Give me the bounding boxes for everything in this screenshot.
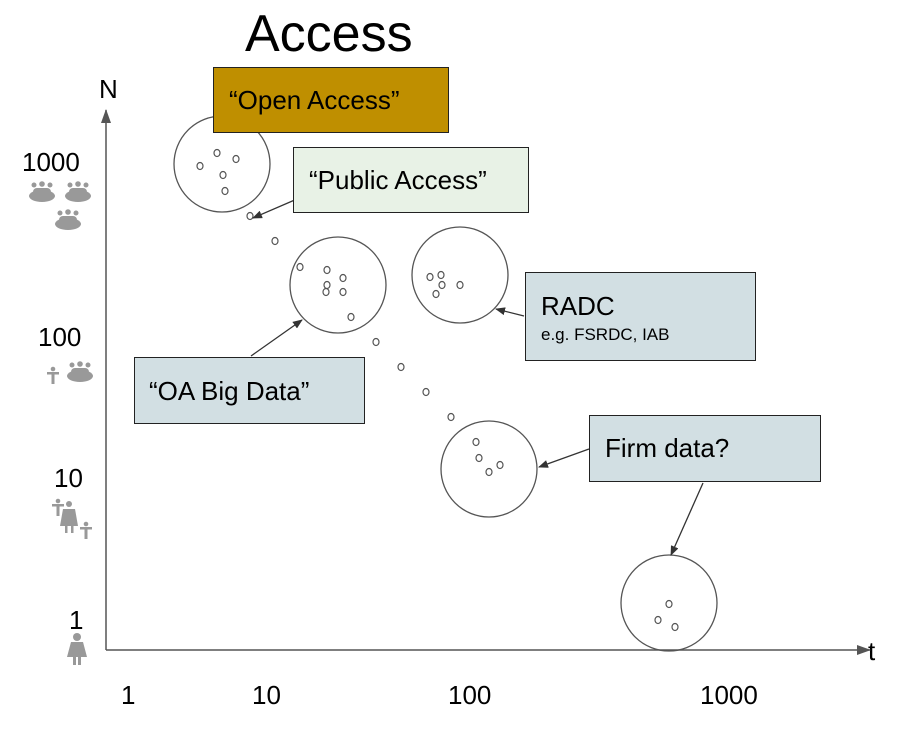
data-point — [426, 272, 434, 282]
y-axis-label: N — [99, 74, 118, 104]
data-point — [422, 387, 430, 397]
y-tick-1: 1 — [69, 605, 84, 635]
callout-public-access-label: “Public Access” — [309, 165, 487, 195]
data-point — [232, 154, 240, 164]
data-point — [339, 273, 347, 283]
cluster-circle-firm-data — [440, 420, 538, 518]
data-point — [196, 161, 204, 171]
arrow-firm-data-2 — [670, 482, 704, 556]
arrow-firm-data — [538, 448, 590, 468]
data-point — [456, 280, 464, 290]
x-axis-label: t — [868, 636, 876, 666]
data-point — [447, 412, 455, 422]
data-point — [339, 287, 347, 297]
data-point — [296, 262, 304, 272]
callout-radc-sublabel: e.g. FSRDC, IAB — [541, 325, 670, 344]
arrow-oa-big-data — [250, 319, 303, 357]
callout-open-access: “Open Access” — [213, 67, 449, 133]
data-point — [665, 599, 673, 609]
cluster-circle-oa-big-data — [289, 236, 387, 334]
small-group-icon — [52, 498, 92, 539]
data-point — [347, 312, 355, 322]
data-point — [437, 270, 445, 280]
y-tick-10: 10 — [54, 463, 83, 493]
data-point — [323, 265, 331, 275]
y-tick-100: 100 — [38, 322, 82, 352]
data-point — [654, 615, 662, 625]
callout-firm-data-label: Firm data? — [605, 433, 730, 463]
data-point — [397, 362, 405, 372]
data-point — [213, 148, 221, 158]
crowd-icon — [29, 181, 91, 230]
data-point — [219, 170, 227, 180]
callout-oa-big-data: “OA Big Data” — [134, 357, 365, 424]
x-tick-100: 100 — [448, 680, 492, 710]
data-point — [438, 280, 446, 290]
data-point — [432, 289, 440, 299]
page-title: Access — [245, 5, 413, 63]
data-point — [372, 337, 380, 347]
data-point — [246, 211, 254, 221]
x-tick-10: 10 — [252, 680, 281, 710]
data-point — [472, 437, 480, 447]
arrow-radc — [495, 307, 525, 317]
callout-oa-big-data-label: “OA Big Data” — [149, 376, 310, 406]
x-tick-1: 1 — [121, 680, 136, 710]
callout-firm-data: Firm data? — [589, 415, 821, 482]
callout-radc-label: RADC — [541, 291, 615, 321]
data-point — [496, 460, 504, 470]
cluster-circle-single — [620, 554, 718, 652]
person-icon — [67, 633, 87, 665]
data-point — [485, 467, 493, 477]
arrow-public-access — [252, 198, 298, 219]
callout-open-access-label: “Open Access” — [229, 85, 400, 115]
x-tick-1000: 1000 — [700, 680, 758, 710]
data-point — [322, 287, 330, 297]
y-tick-1000: 1000 — [22, 147, 80, 177]
callout-radc: RADC e.g. FSRDC, IAB — [525, 272, 756, 361]
data-point — [221, 186, 229, 196]
data-point — [671, 622, 679, 632]
callout-public-access: “Public Access” — [293, 147, 529, 213]
data-point — [475, 453, 483, 463]
data-point — [323, 280, 331, 290]
cluster-circle-radc — [411, 226, 509, 324]
data-point — [271, 236, 279, 246]
person-crowd-icon — [47, 361, 93, 384]
